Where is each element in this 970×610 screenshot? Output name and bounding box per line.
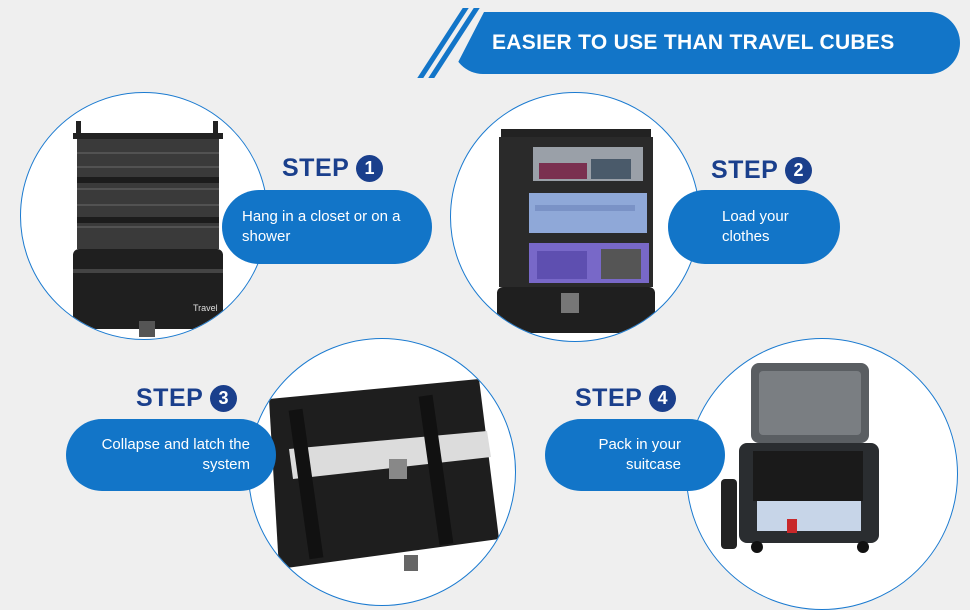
- step4-heading: STEP 4: [575, 384, 677, 413]
- step2-number-badge: 2: [785, 157, 813, 184]
- step1-heading: STEP 1: [282, 154, 384, 183]
- banner-slash-decoration: [417, 8, 469, 78]
- step4-description: Pack in your suitcase: [598, 436, 681, 473]
- step2-description: Load your clothes: [722, 208, 789, 245]
- step-word: STEP: [136, 384, 204, 412]
- step3-heading: STEP 3: [136, 384, 238, 413]
- suitcase-image: [721, 363, 879, 553]
- collapsed-system-image: [269, 379, 499, 571]
- step2-description-pill: Load your clothes: [668, 190, 840, 264]
- step3-image-circle: [248, 338, 516, 606]
- step4-number-badge: 4: [649, 385, 677, 412]
- step3-description-pill: Collapse and latch the system: [66, 419, 276, 491]
- step-word: STEP: [711, 156, 779, 184]
- hanging-shelves-image: Travel: [73, 121, 223, 337]
- step3-number-badge: 3: [210, 385, 238, 412]
- step-word: STEP: [282, 154, 350, 182]
- step-word: STEP: [575, 384, 643, 412]
- step1-description: Hang in a closet or on a shower: [242, 208, 401, 245]
- step4-description-pill: Pack in your suitcase: [545, 419, 725, 491]
- header-title: EASIER TO USE THAN TRAVEL CUBES: [492, 31, 895, 54]
- step4-image-circle: [686, 338, 958, 610]
- step3-description: Collapse and latch the system: [101, 436, 250, 473]
- step1-number-badge: 1: [356, 155, 384, 182]
- step1-description-pill: Hang in a closet or on a shower: [222, 190, 432, 264]
- loaded-shelves-image: [497, 129, 655, 333]
- travel-brand-text: Travel: [193, 303, 218, 313]
- header-banner: [452, 12, 960, 74]
- step2-heading: STEP 2: [711, 156, 813, 185]
- step2-image-circle: [450, 92, 700, 342]
